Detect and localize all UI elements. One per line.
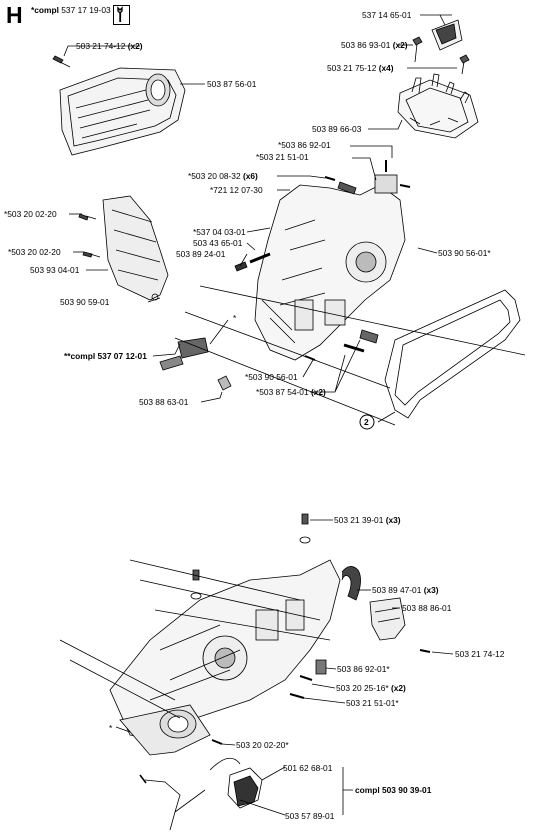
- part-label-503-20-02-20-b: *503 20 02-20: [8, 247, 61, 257]
- asterisk-marker: *: [109, 723, 113, 733]
- part-label-503-43-65-01: 503 43 65-01: [193, 238, 243, 248]
- part-label-503-93-04-01: 503 93 04-01: [30, 265, 80, 275]
- part-number: 503 89 47-01: [372, 585, 422, 595]
- part-label-503-89-47-01: 503 89 47-01 (x3): [372, 585, 439, 595]
- part-label-503-90-56-01-right: 503 90 56-01*: [438, 248, 491, 258]
- part-label-503-21-39-01: 503 21 39-01 (x3): [334, 515, 401, 525]
- part-number: 503 21 74-12: [76, 41, 126, 51]
- part-number: 503 20 25-16*: [336, 683, 389, 693]
- quantity: (x3): [423, 585, 439, 595]
- quantity: (x2): [310, 387, 326, 397]
- compl-header: *compl 537 17 19-03: [31, 5, 111, 15]
- part-label-503-21-74-12-top: 503 21 74-12 (x2): [76, 41, 143, 51]
- part-label-503-57-89-01: 503 57 89-01: [285, 811, 335, 821]
- part-label-503-20-02-20-c: 503 20 02-20*: [236, 740, 289, 750]
- part-number: 503 21 39-01: [334, 515, 384, 525]
- part-label-503-86-93-01: 503 86 93-01 (x2): [341, 40, 408, 50]
- section-letter: H: [6, 2, 23, 28]
- part-label-503-20-25-16: 503 20 25-16* (x2): [336, 683, 406, 693]
- part-label-compl-537-07-12-01: **compl 537 07 12-01: [64, 351, 147, 361]
- part-label-721-12-07-30: *721 12 07-30: [210, 185, 263, 195]
- part-label-503-21-75-12: 503 21 75-12 (x4): [327, 63, 394, 73]
- part-label-503-87-56-01: 503 87 56-01: [207, 79, 257, 89]
- quantity: (x4): [378, 63, 394, 73]
- callout-number: 2: [364, 417, 369, 427]
- part-label-503-21-74-12-bottom: 503 21 74-12: [455, 649, 505, 659]
- part-label-537-14-65-01: 537 14 65-01: [362, 10, 412, 20]
- part-label-503-21-51-01-bottom: 503 21 51-01*: [346, 698, 399, 708]
- part-label-503-89-66-03: 503 89 66-03: [312, 124, 362, 134]
- part-label-503-90-56-01-left: *503 90 56-01: [245, 372, 298, 382]
- part-number: 503 21 75-12: [327, 63, 377, 73]
- part-label-503-88-63-01: 503 88 63-01: [139, 397, 189, 407]
- compl-number: 537 17 19-03: [61, 5, 111, 15]
- part-label-501-62-68-01: 501 62 68-01: [283, 763, 333, 773]
- quantity: (x6): [242, 171, 258, 181]
- part-label-503-20-02-20-a: *503 20 02-20: [4, 209, 57, 219]
- compl-prefix: *compl: [31, 5, 59, 15]
- part-label-503-88-86-01: 503 88 86-01: [402, 603, 452, 613]
- part-label-503-20-08-32: *503 20 08-32 (x6): [188, 171, 258, 181]
- part-label-503-21-51-01-top: *503 21 51-01: [256, 152, 309, 162]
- quantity: (x2): [392, 40, 408, 50]
- part-label-503-89-24-01: 503 89 24-01: [176, 249, 226, 259]
- quantity: (x2): [390, 683, 406, 693]
- part-number: *503 20 08-32: [188, 171, 241, 181]
- part-label-503-86-92-01-top: *503 86 92-01: [278, 140, 331, 150]
- part-number: 503 86 93-01: [341, 40, 391, 50]
- quantity: (x2): [127, 41, 143, 51]
- part-label-503-90-59-01: 503 90 59-01: [60, 297, 110, 307]
- part-label-503-86-92-01-bottom: 503 86 92-01*: [337, 664, 390, 674]
- asterisk-marker: *: [233, 313, 237, 323]
- part-number: *503 87 54-01: [256, 387, 309, 397]
- quantity: (x3): [385, 515, 401, 525]
- part-label-compl-503-90-39-01: compl 503 90 39-01: [355, 785, 432, 795]
- part-label-537-04-03-01: *537 04 03-01: [193, 227, 246, 237]
- wrench-icon: [113, 5, 130, 25]
- part-label-503-87-54-01: *503 87 54-01 (x2): [256, 387, 326, 397]
